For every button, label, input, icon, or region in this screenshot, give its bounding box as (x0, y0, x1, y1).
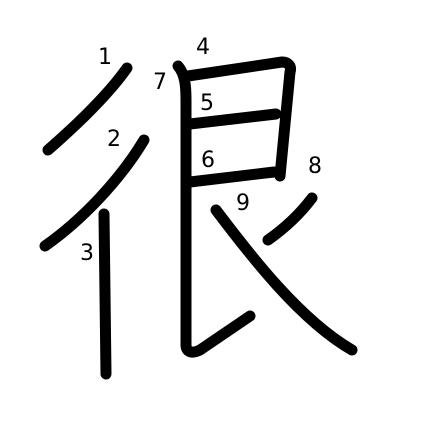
stroke-2 (39, 134, 150, 252)
stroke-number-4: 4 (196, 35, 210, 60)
stroke-1 (42, 62, 133, 156)
stroke-number-labels: 1 2 3 4 5 6 7 8 9 (80, 35, 322, 266)
stroke-number-3: 3 (80, 241, 94, 266)
stroke-8 (262, 192, 318, 246)
stroke-number-8: 8 (308, 154, 322, 179)
stroke-number-2: 2 (107, 127, 121, 152)
stroke-3 (98, 208, 112, 380)
stroke-7 (172, 60, 256, 358)
stroke-6 (184, 166, 280, 188)
stroke-9 (210, 204, 358, 356)
stroke-number-6: 6 (201, 148, 215, 173)
stroke-number-5: 5 (200, 91, 214, 116)
stroke-number-1: 1 (98, 45, 112, 70)
stroke-number-9: 9 (236, 191, 250, 216)
stroke-number-7: 7 (153, 70, 167, 95)
stroke-5 (184, 108, 282, 130)
stroke-4 (182, 56, 296, 182)
character-strokes (39, 56, 358, 380)
